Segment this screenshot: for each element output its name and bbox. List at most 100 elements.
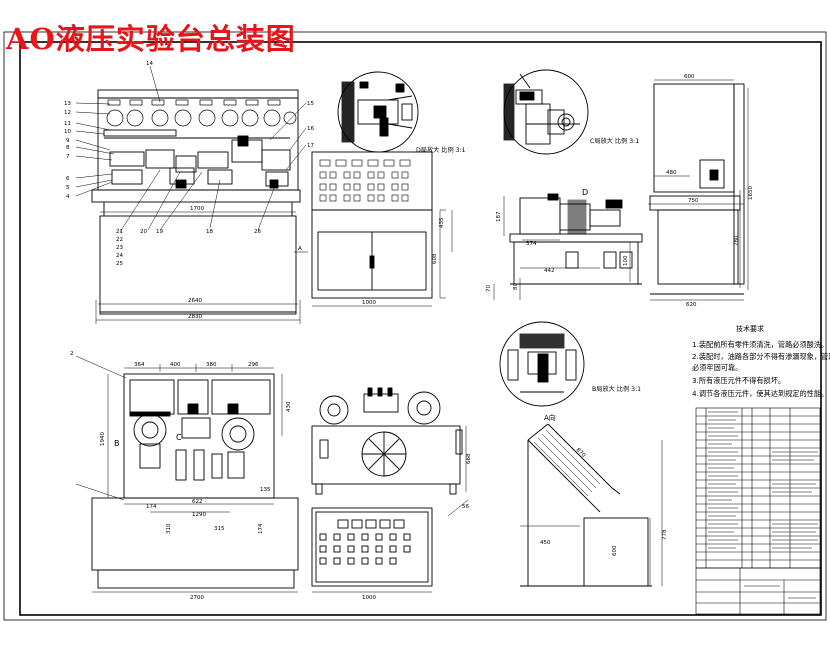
dim-668: 668	[466, 453, 472, 464]
detail-d-label: D局放大 比例 3:1	[416, 146, 466, 154]
dim-620: 620	[686, 302, 697, 308]
inner-frame	[19, 41, 822, 616]
callout-17: 17	[307, 143, 314, 149]
dim-56: 56	[462, 504, 469, 510]
dim-608: 608	[432, 253, 438, 264]
front-view-labels: 14 13 12 11 10 9 8 7 6 5 4 15 16 17 18 1…	[64, 61, 314, 320]
console-dims: 435 608 1000	[362, 217, 445, 306]
a-view-labels: A向 870 450 600 778	[540, 413, 668, 556]
dim-622: 622	[192, 499, 203, 505]
dim-364: 364	[134, 362, 145, 368]
dim-1650: 1650	[748, 186, 754, 200]
dim-135: 135	[260, 487, 271, 493]
dim-70: 70	[486, 285, 492, 292]
dim-430: 430	[286, 401, 292, 412]
dim-2640: 2640	[188, 298, 202, 304]
dim-187: 187	[496, 211, 502, 222]
callout-24: 24	[116, 253, 123, 259]
detail-mark-d: D	[582, 188, 588, 197]
dim-600b: 600	[612, 545, 618, 556]
dim-80: 80	[513, 283, 519, 290]
dim-1000b: 1000	[362, 595, 376, 601]
dim-435: 435	[439, 217, 445, 228]
technical-requirements: 技术要求 1.装配前所有零件须清洗，管路必须酸洗。 2.装配时，油路各部分不得有…	[692, 324, 830, 398]
dim-174a: 174	[146, 504, 157, 510]
detail-b-label: B局放大 比例 3:1	[592, 385, 641, 393]
requirement-2: 2.装配时，油路各部分不得有渗漏现象，管路连接	[692, 352, 830, 361]
pump-motor-view	[493, 193, 643, 300]
outer-frame	[3, 31, 827, 621]
dim-442: 442	[544, 268, 555, 274]
section-mark-a: A	[298, 246, 302, 252]
detail-c-circle	[503, 69, 589, 155]
a-direction-view	[520, 423, 663, 587]
callout-22: 22	[116, 237, 123, 243]
dim-1290: 1290	[192, 512, 206, 518]
callout-9: 9	[66, 138, 70, 144]
callout-5: 5	[66, 185, 70, 191]
detail-b-circle	[499, 321, 585, 407]
dim-1940: 1940	[100, 432, 106, 446]
callout-23: 23	[116, 245, 123, 251]
dim-600: 600	[684, 74, 695, 80]
side-view-dims: 600 480 750 620 1650 780	[666, 74, 754, 308]
tank-dims: 668 56 1000	[362, 453, 472, 601]
dim-450: 450	[540, 540, 551, 546]
dim-315: 315	[214, 526, 225, 532]
top-view-dims: 364 400 380 296 174 622 1290 315 135 310…	[70, 351, 292, 601]
mark-c: C	[176, 433, 182, 442]
dim-310: 310	[166, 523, 172, 534]
callout-18: 18	[206, 229, 213, 235]
side-view	[648, 79, 749, 301]
dim-480: 480	[666, 170, 677, 176]
callout-19: 19	[156, 229, 163, 235]
a-view-title: A向	[544, 413, 556, 422]
callout-21: 21	[116, 229, 123, 235]
callout-11: 11	[64, 121, 71, 127]
parts-list	[695, 407, 821, 615]
detail-d-circle	[337, 71, 419, 153]
callout-16: 16	[307, 126, 314, 132]
requirements-heading: 技术要求	[736, 324, 764, 333]
dim-296: 296	[248, 362, 259, 368]
detail-c-label: C局放大 比例 3:1	[590, 137, 639, 145]
callout-25: 25	[116, 261, 123, 267]
dim-400: 400	[170, 362, 181, 368]
pump-motor-dims: 187 374 442 70 80 100 D	[486, 188, 629, 292]
dim-380: 380	[206, 362, 217, 368]
callout-12: 12	[64, 110, 71, 116]
callout-6: 6	[66, 176, 70, 182]
dim-100: 100	[623, 255, 629, 266]
callout-4: 4	[66, 194, 70, 200]
dim-2700: 2700	[190, 595, 204, 601]
dim-778: 778	[662, 529, 668, 540]
callout-20: 20	[140, 229, 147, 235]
callout-2: 2	[70, 351, 74, 357]
tank-view	[311, 387, 469, 593]
dim-174b: 174	[258, 523, 264, 534]
requirement-4: 4.调节各液压元件，使其达到规定的性能。	[692, 389, 828, 398]
drawing-title: AO液压实验台总装图	[6, 22, 296, 56]
dim-780: 780	[734, 235, 740, 246]
callout-10: 10	[64, 129, 71, 135]
gauge-row	[106, 99, 297, 127]
callout-14: 14	[146, 61, 153, 67]
top-view	[75, 355, 299, 593]
callout-15: 15	[307, 101, 314, 107]
dim-2830: 2830	[188, 314, 202, 320]
console-view	[311, 151, 453, 307]
mark-b: B	[114, 439, 120, 448]
callout-7: 7	[66, 154, 70, 160]
dim-750: 750	[688, 198, 699, 204]
dim-870: 870	[575, 447, 587, 459]
requirement-3: 3.所有液压元件不得有损坏。	[692, 376, 785, 385]
dim-1700: 1700	[190, 206, 204, 212]
dim-1000: 1000	[362, 300, 376, 306]
callout-8: 8	[66, 145, 70, 151]
callout-26: 26	[254, 229, 261, 235]
requirement-1: 1.装配前所有零件须清洗，管路必须酸洗。	[692, 340, 828, 349]
front-view	[75, 65, 308, 324]
requirement-2b: 必须牢固可靠。	[692, 363, 742, 372]
dim-374: 374	[526, 241, 537, 247]
